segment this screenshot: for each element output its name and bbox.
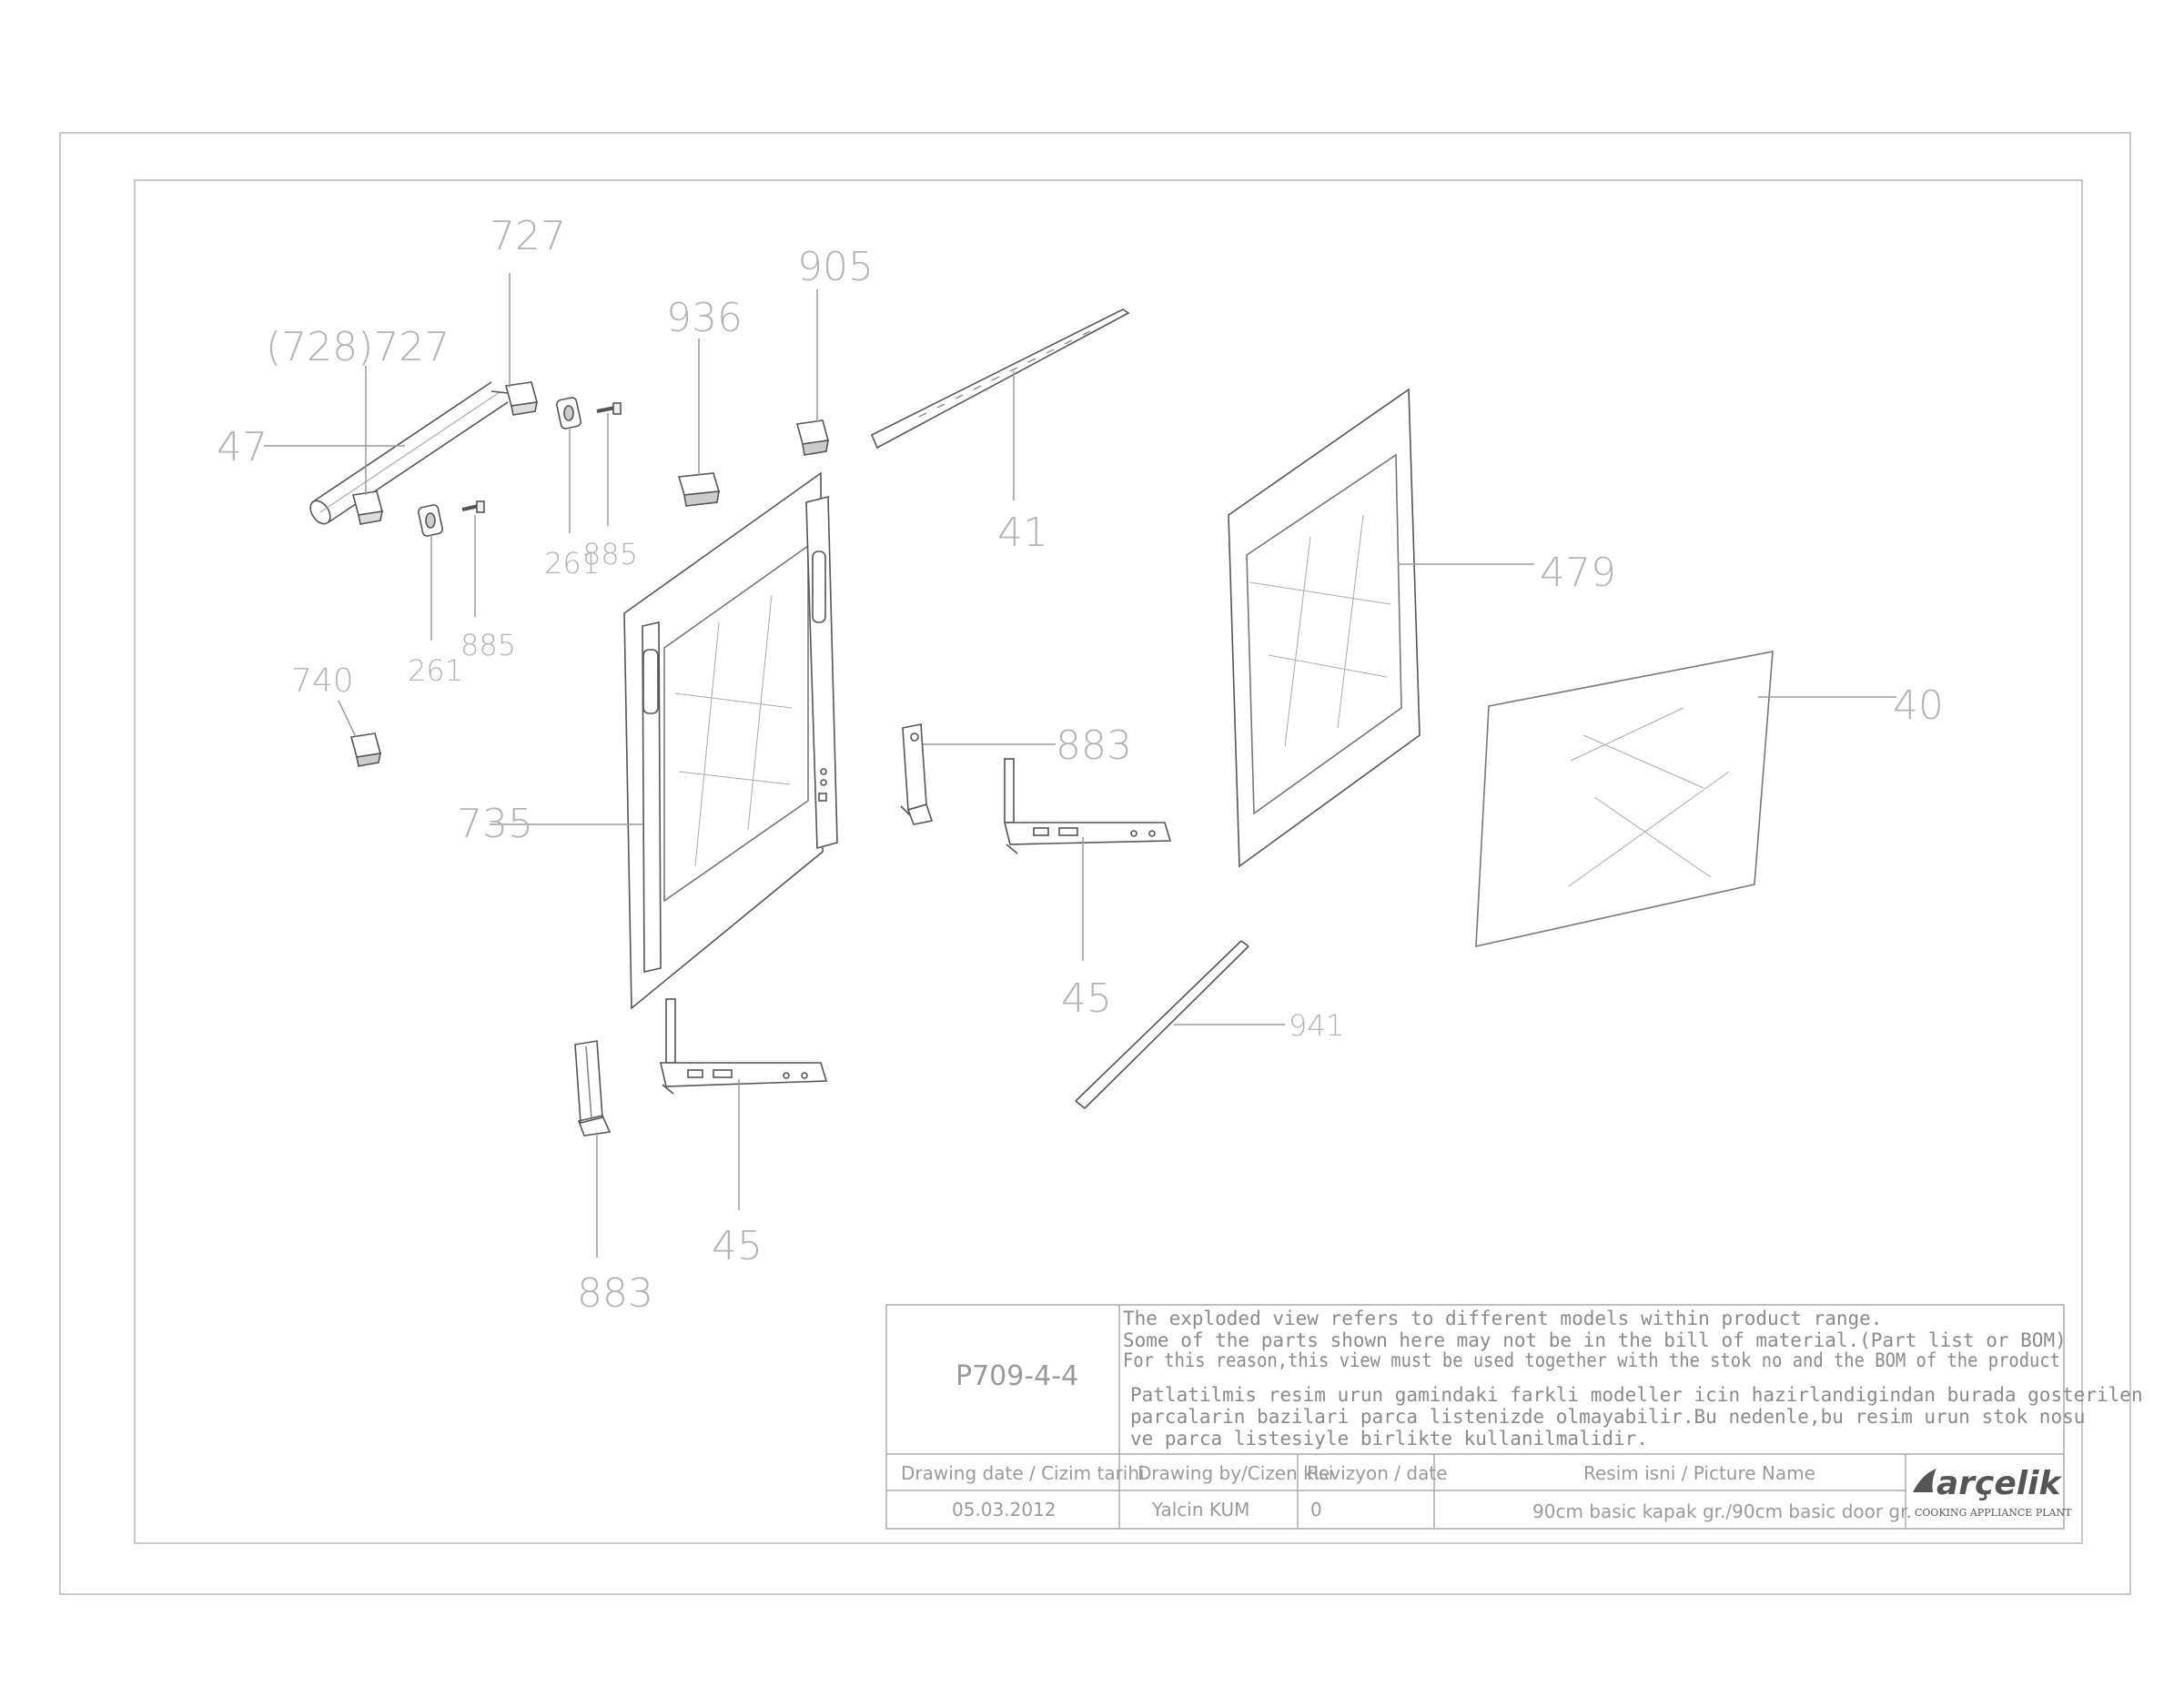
outer-frame — [59, 132, 2131, 1595]
header-revision: Revizyon / date — [1307, 1462, 1448, 1484]
label-479: 479 — [1540, 550, 1616, 596]
label-735: 735 — [457, 801, 533, 847]
washer-part-a — [556, 397, 581, 429]
logo-swoosh-icon — [1913, 1469, 1936, 1492]
label-885-b: 885 — [460, 628, 516, 662]
ventilation-strip-part — [870, 308, 1130, 450]
value-drawing-by: Yalcin KUM — [1151, 1499, 1249, 1520]
clip-740-part — [349, 732, 382, 767]
header-drawing-date: Drawing date / Cizim tarihi — [901, 1462, 1145, 1484]
header-drawing-by: Drawing by/Cizen kisi — [1138, 1462, 1333, 1484]
label-47: 47 — [217, 424, 268, 470]
label-740: 740 — [291, 662, 354, 700]
logo-brand: arçelik — [1936, 1465, 2062, 1502]
label-905: 905 — [797, 244, 874, 290]
label-45-b: 45 — [712, 1223, 763, 1269]
hinge-holder-lower-part — [574, 1040, 612, 1136]
handle-bracket-bottom-part — [351, 490, 384, 525]
hinge-lower-part — [659, 998, 828, 1095]
handle-bracket-top-part — [490, 381, 539, 416]
door-front-panel-part — [623, 471, 824, 1010]
clip-905-part — [795, 419, 830, 456]
logo-subtitle: COOKING APPLIANCE PLANT — [1915, 1507, 2072, 1519]
label-883-b: 883 — [577, 1270, 653, 1317]
label-45-a: 45 — [1061, 975, 1112, 1022]
screw-part-b — [461, 500, 485, 513]
inner-frame — [134, 179, 2083, 1544]
header-picture-name: Resim isni / Picture Name — [1583, 1462, 1815, 1484]
label-941: 941 — [1289, 1008, 1344, 1043]
note-tr-line-3: ve parca listesiyle birlikte kullanilmal… — [1130, 1428, 1648, 1450]
drawing-code: P709-4-4 — [956, 1360, 1078, 1392]
value-drawing-date: 05.03.2012 — [952, 1499, 1057, 1520]
label-40: 40 — [1893, 682, 1944, 729]
label-727-top: 727 — [490, 213, 566, 259]
title-block — [885, 1304, 2065, 1530]
note-en-line-2: Some of the parts shown here may not be … — [1123, 1329, 2067, 1351]
leader-740 — [338, 700, 356, 736]
hinge-upper-part — [1003, 758, 1172, 854]
label-936: 936 — [666, 295, 743, 341]
note-tr-line-2: parcalarin bazilari parca listenizde olm… — [1130, 1406, 2085, 1428]
hinge-holder-upper-part — [900, 723, 934, 825]
inner-glass-part — [1228, 388, 1421, 868]
gasket-strip-part — [1075, 940, 1249, 1109]
label-41: 41 — [997, 510, 1048, 556]
label-885-a: 885 — [582, 537, 638, 571]
arcelik-logo: arçelik COOKING APPLIANCE PLANT — [1913, 1465, 2072, 1519]
washer-part-b — [418, 504, 443, 537]
label-261-b: 261 — [408, 653, 463, 688]
note-en-line-3: For this reason,this view must be used t… — [1123, 1349, 2060, 1371]
label-728-727: (728)727 — [266, 324, 450, 370]
value-revision: 0 — [1310, 1499, 1322, 1520]
clip-936-part — [677, 472, 721, 507]
value-picture-name: 90cm basic kapak gr./90cm basic door gr. — [1532, 1500, 1912, 1522]
label-883-a: 883 — [1056, 722, 1132, 769]
screw-part-a — [596, 402, 622, 415]
note-tr-line-1: Patlatilmis resim urun gamindaki farkli … — [1130, 1384, 2143, 1406]
outer-glass-part — [1475, 651, 1774, 948]
label-261-a: 261 — [544, 546, 600, 581]
note-en-line-1: The exploded view refers to different mo… — [1123, 1308, 1882, 1329]
door-side-profile-part — [805, 495, 838, 850]
